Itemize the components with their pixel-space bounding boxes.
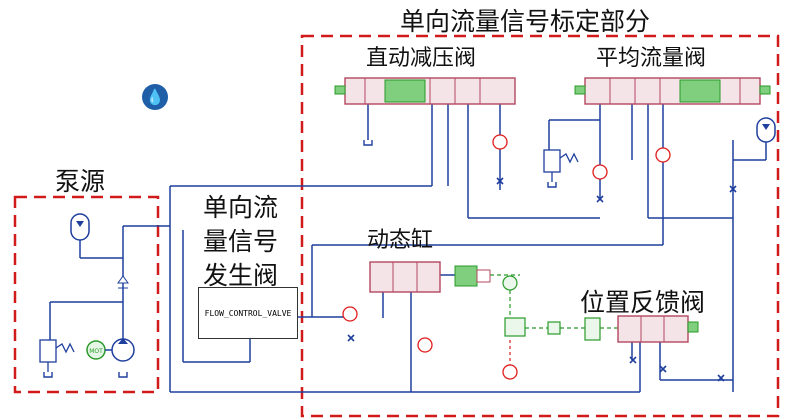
position-feedback-valve-label: 位置反馈阀 xyxy=(580,288,706,317)
pump-symbol xyxy=(86,275,135,362)
signal-lines xyxy=(490,274,618,329)
flow-control-valve-box: FLOW_CONTROL_VALVE xyxy=(198,287,298,339)
motor-label: MOT xyxy=(89,348,103,355)
signal-valve-label-2: 量信号 xyxy=(203,227,279,256)
avg-flow-valve-label: 平均流量阀 xyxy=(596,46,707,71)
direct-pressure-valve-label: 直动减压阀 xyxy=(366,46,477,71)
pump-source-region xyxy=(13,195,160,394)
flow-control-valve-label: FLOW_CONTROL_VALVE xyxy=(204,308,292,318)
dynamic-cylinder-body xyxy=(369,261,491,293)
signal-valve-label-3: 发生阀 xyxy=(203,261,279,290)
avg-flow-valve-body xyxy=(574,77,771,105)
flow-sensors xyxy=(342,134,671,380)
calibration-region xyxy=(300,34,780,418)
reservoir-marks xyxy=(76,124,770,227)
hydraulic-lines xyxy=(49,98,767,393)
relief-valves xyxy=(39,149,579,372)
dynamic-cylinder-label: 动态缸 xyxy=(367,228,434,253)
signal-valve-label-1: 单向流 xyxy=(203,193,279,222)
direct-pressure-valve-body xyxy=(334,77,516,105)
drain-marks xyxy=(43,140,557,378)
calibration-section-label: 单向流量信号标定部分 xyxy=(400,7,651,36)
pump-source-label: 泵源 xyxy=(55,167,106,196)
signal-elements xyxy=(502,275,601,341)
cross-markers xyxy=(347,177,737,382)
position-feedback-valve-body xyxy=(617,315,699,343)
hydraulic-drop-icon: 💧 xyxy=(142,84,168,110)
